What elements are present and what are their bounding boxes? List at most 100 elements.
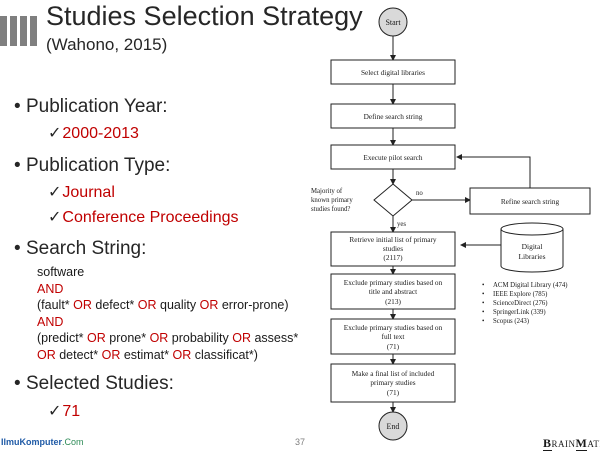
flow-box xyxy=(330,59,456,85)
search-operator: OR xyxy=(73,298,92,312)
refine-label: Refine search string xyxy=(501,197,560,206)
refine-box xyxy=(469,187,591,215)
library-item: Scopus (243) xyxy=(493,318,529,325)
decision-label: known primary xyxy=(311,197,353,204)
decision-diamond xyxy=(373,183,413,217)
library-list: • ACM Digital Library (474) • IEEE Explore… xyxy=(482,282,568,325)
search-term: defect* xyxy=(91,298,138,312)
search-term: probability xyxy=(168,331,233,345)
db-label: Digital xyxy=(522,242,543,251)
flow-arrow xyxy=(456,154,531,188)
flow-box-label: full text xyxy=(382,332,405,341)
flow-box xyxy=(330,273,456,310)
flow-box-label: Exclude primary studies based on xyxy=(344,323,443,332)
search-term: (predict* xyxy=(37,331,88,345)
search-operator: OR xyxy=(37,348,56,362)
digital-libraries-db: Digital Libraries xyxy=(500,222,564,273)
start-node xyxy=(378,7,408,37)
db-label: Libraries xyxy=(518,252,545,261)
search-term: error-prone) xyxy=(218,298,289,312)
library-item: ACM Digital Library (474) xyxy=(493,282,568,289)
search-term: quality xyxy=(156,298,200,312)
search-string-line: OR detect* OR estimat* OR classificat*) xyxy=(37,348,258,362)
search-term: detect* xyxy=(55,348,102,362)
end-node xyxy=(378,411,408,441)
search-operator: OR xyxy=(149,331,169,345)
check-icon: ✓ xyxy=(48,125,62,142)
bullet-label: Publication Year: xyxy=(26,96,168,117)
check-item: ✓Journal xyxy=(48,184,115,201)
accent-bar xyxy=(10,16,17,46)
decision-label: studies found? xyxy=(311,206,350,213)
accent-bar xyxy=(20,16,27,46)
search-string-line: AND xyxy=(37,282,63,296)
svg-text:•: • xyxy=(482,309,484,316)
slide-title: Studies Selection Strategy xyxy=(46,1,363,31)
check-icon: ✓ xyxy=(48,184,62,201)
flow-box-label: Select digital libraries xyxy=(361,68,425,77)
flow-box-label: (2117) xyxy=(383,253,403,262)
bullet-label: Publication Type: xyxy=(26,155,171,176)
bullet-label: Search String: xyxy=(26,238,147,259)
footer-logo-brainmatics: BRAINMATICS xyxy=(543,436,600,451)
bullet-search-string: •Search String: xyxy=(14,238,147,259)
library-item: SpringerLink (339) xyxy=(493,309,546,316)
start-label: Start xyxy=(385,18,401,27)
accent-bar xyxy=(0,16,7,46)
flow-box-label: Make a final list of included xyxy=(352,369,435,378)
search-term: (fault* xyxy=(37,298,74,312)
flow-box-label: (71) xyxy=(387,388,400,397)
bullet-publication-year: •Publication Year: xyxy=(14,96,168,117)
decision-label: Majority of xyxy=(311,188,343,195)
search-operator: OR xyxy=(199,298,219,312)
search-operator: AND xyxy=(37,282,64,296)
accent-bar xyxy=(30,16,37,46)
flow-box-label: Define search string xyxy=(364,112,423,121)
page-number: 37 xyxy=(295,437,306,447)
flow-box xyxy=(330,318,456,355)
flow-box xyxy=(330,231,456,267)
bullet-publication-type: •Publication Type: xyxy=(14,155,171,176)
search-string-line: (fault* OR defect* OR quality OR error-p… xyxy=(37,298,289,312)
svg-text:•: • xyxy=(482,300,484,307)
search-operator: OR xyxy=(137,298,157,312)
flow-box xyxy=(330,103,456,129)
no-label: no xyxy=(416,190,423,197)
svg-text:•: • xyxy=(482,282,484,289)
flow-box-label: (213) xyxy=(385,297,401,306)
search-term: classificat*) xyxy=(191,348,258,362)
search-operator: OR xyxy=(232,331,251,345)
search-string-line: software xyxy=(37,265,84,279)
search-operator: AND xyxy=(37,315,64,329)
check-item: ✓71 xyxy=(48,403,81,420)
search-string-line: AND xyxy=(37,315,63,329)
flow-box-label: studies xyxy=(383,244,403,253)
flow-box-label: Retrieve initial list of primary xyxy=(349,235,436,244)
flow-box-label: (71) xyxy=(387,342,400,351)
check-icon: ✓ xyxy=(48,209,62,226)
search-term: prone* xyxy=(105,331,150,345)
yes-label: yes xyxy=(397,221,406,228)
check-icon: ✓ xyxy=(48,403,62,420)
svg-text:•: • xyxy=(482,291,484,298)
flow-box-label: Execute pilot search xyxy=(363,153,423,162)
check-item: ✓Conference Proceedings xyxy=(48,209,239,226)
search-operator: OR xyxy=(101,348,121,362)
footer-logo-ilmukomputer: IlmuKomputer.Com xyxy=(1,437,84,447)
flow-box xyxy=(330,363,456,403)
search-term: software xyxy=(37,265,85,279)
library-item: IEEE Explore (785) xyxy=(493,291,547,298)
search-term: assess* xyxy=(251,331,299,345)
bullet-label: Selected Studies: xyxy=(26,373,174,394)
flow-box xyxy=(330,144,456,170)
flow-box-label: title and abstract xyxy=(369,287,417,296)
search-string-line: (predict* OR prone* OR probability OR as… xyxy=(37,331,298,345)
library-item: ScienceDirect (276) xyxy=(493,300,548,307)
slide-subtitle: (Wahono, 2015) xyxy=(46,35,168,54)
search-term: estimat* xyxy=(120,348,173,362)
search-operator: OR xyxy=(172,348,192,362)
check-item: ✓2000-2013 xyxy=(48,125,139,142)
bullet-selected-studies: •Selected Studies: xyxy=(14,373,174,394)
search-operator: OR xyxy=(87,331,106,345)
